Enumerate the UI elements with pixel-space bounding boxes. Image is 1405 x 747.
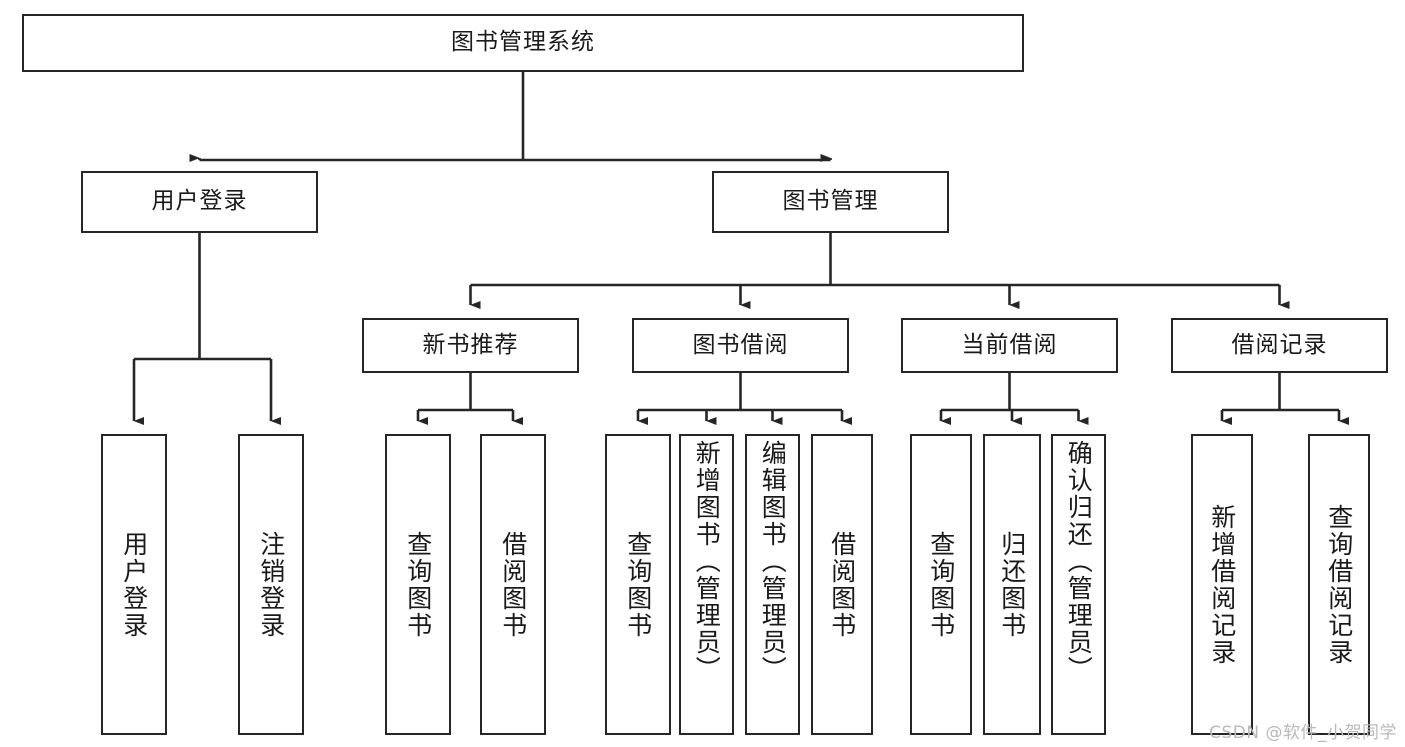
node-book-management-label: 图书管理: [782, 188, 879, 215]
node-user-login-label: 用户登录: [151, 188, 248, 215]
leaf-return-book-label: 归还图书: [997, 530, 1027, 639]
leaf-return-book[interactable]: 归还图书: [983, 434, 1041, 735]
node-current-borrowing[interactable]: 当前借阅: [901, 318, 1118, 373]
leaf-edit-book-label: 编辑图书（管理员）: [758, 440, 788, 683]
csdn-watermark: CSDN @软件_小贺同学: [1209, 723, 1397, 743]
leaf-borrow-book-recommendation[interactable]: 借阅图书: [480, 434, 546, 735]
node-new-book-recommendation[interactable]: 新书推荐: [362, 318, 579, 373]
leaf-query-book-recommendation[interactable]: 查询图书: [385, 434, 451, 735]
leaf-query-book-borrowing[interactable]: 查询图书: [605, 434, 671, 735]
node-current-borrowing-label: 当前借阅: [961, 331, 1058, 358]
node-user-login[interactable]: 用户登录: [81, 171, 318, 233]
node-borrowing-record[interactable]: 借阅记录: [1171, 318, 1388, 373]
node-root[interactable]: 图书管理系统: [22, 14, 1024, 72]
leaf-query-book-borrowing-label: 查询图书: [623, 530, 653, 639]
leaf-query-book-current[interactable]: 查询图书: [910, 434, 972, 735]
leaf-user-login-label: 用户登录: [119, 530, 149, 639]
leaf-query-book-current-label: 查询图书: [926, 530, 956, 639]
leaf-edit-book[interactable]: 编辑图书（管理员）: [745, 434, 800, 735]
leaf-borrow-book-recommendation-label: 借阅图书: [498, 530, 528, 639]
node-borrowing-record-label: 借阅记录: [1231, 331, 1328, 358]
leaf-add-book[interactable]: 新增图书（管理员）: [679, 434, 734, 735]
leaf-user-login[interactable]: 用户登录: [101, 434, 167, 735]
leaf-confirm-return-label: 确认归还（管理员）: [1064, 440, 1094, 683]
leaf-query-borrowing-record[interactable]: 查询借阅记录: [1308, 434, 1370, 735]
leaf-borrow-book-label: 借阅图书: [827, 530, 857, 639]
node-book-borrowing-label: 图书借阅: [692, 331, 789, 358]
node-book-management[interactable]: 图书管理: [712, 171, 949, 233]
leaf-borrow-book[interactable]: 借阅图书: [811, 434, 873, 735]
leaf-add-borrowing-record[interactable]: 新增借阅记录: [1191, 434, 1253, 735]
node-new-book-recommendation-label: 新书推荐: [422, 331, 519, 358]
node-book-borrowing[interactable]: 图书借阅: [632, 318, 849, 373]
leaf-add-book-label: 新增图书（管理员）: [692, 440, 722, 683]
leaf-query-book-recommendation-label: 查询图书: [403, 530, 433, 639]
leaf-logout-label: 注销登录: [256, 530, 286, 639]
leaf-logout[interactable]: 注销登录: [238, 434, 304, 735]
node-root-label: 图书管理系统: [451, 29, 595, 56]
leaf-add-borrowing-record-label: 新增借阅记录: [1207, 503, 1237, 666]
leaf-confirm-return[interactable]: 确认归还（管理员）: [1051, 434, 1106, 735]
leaf-query-borrowing-record-label: 查询借阅记录: [1324, 503, 1354, 666]
